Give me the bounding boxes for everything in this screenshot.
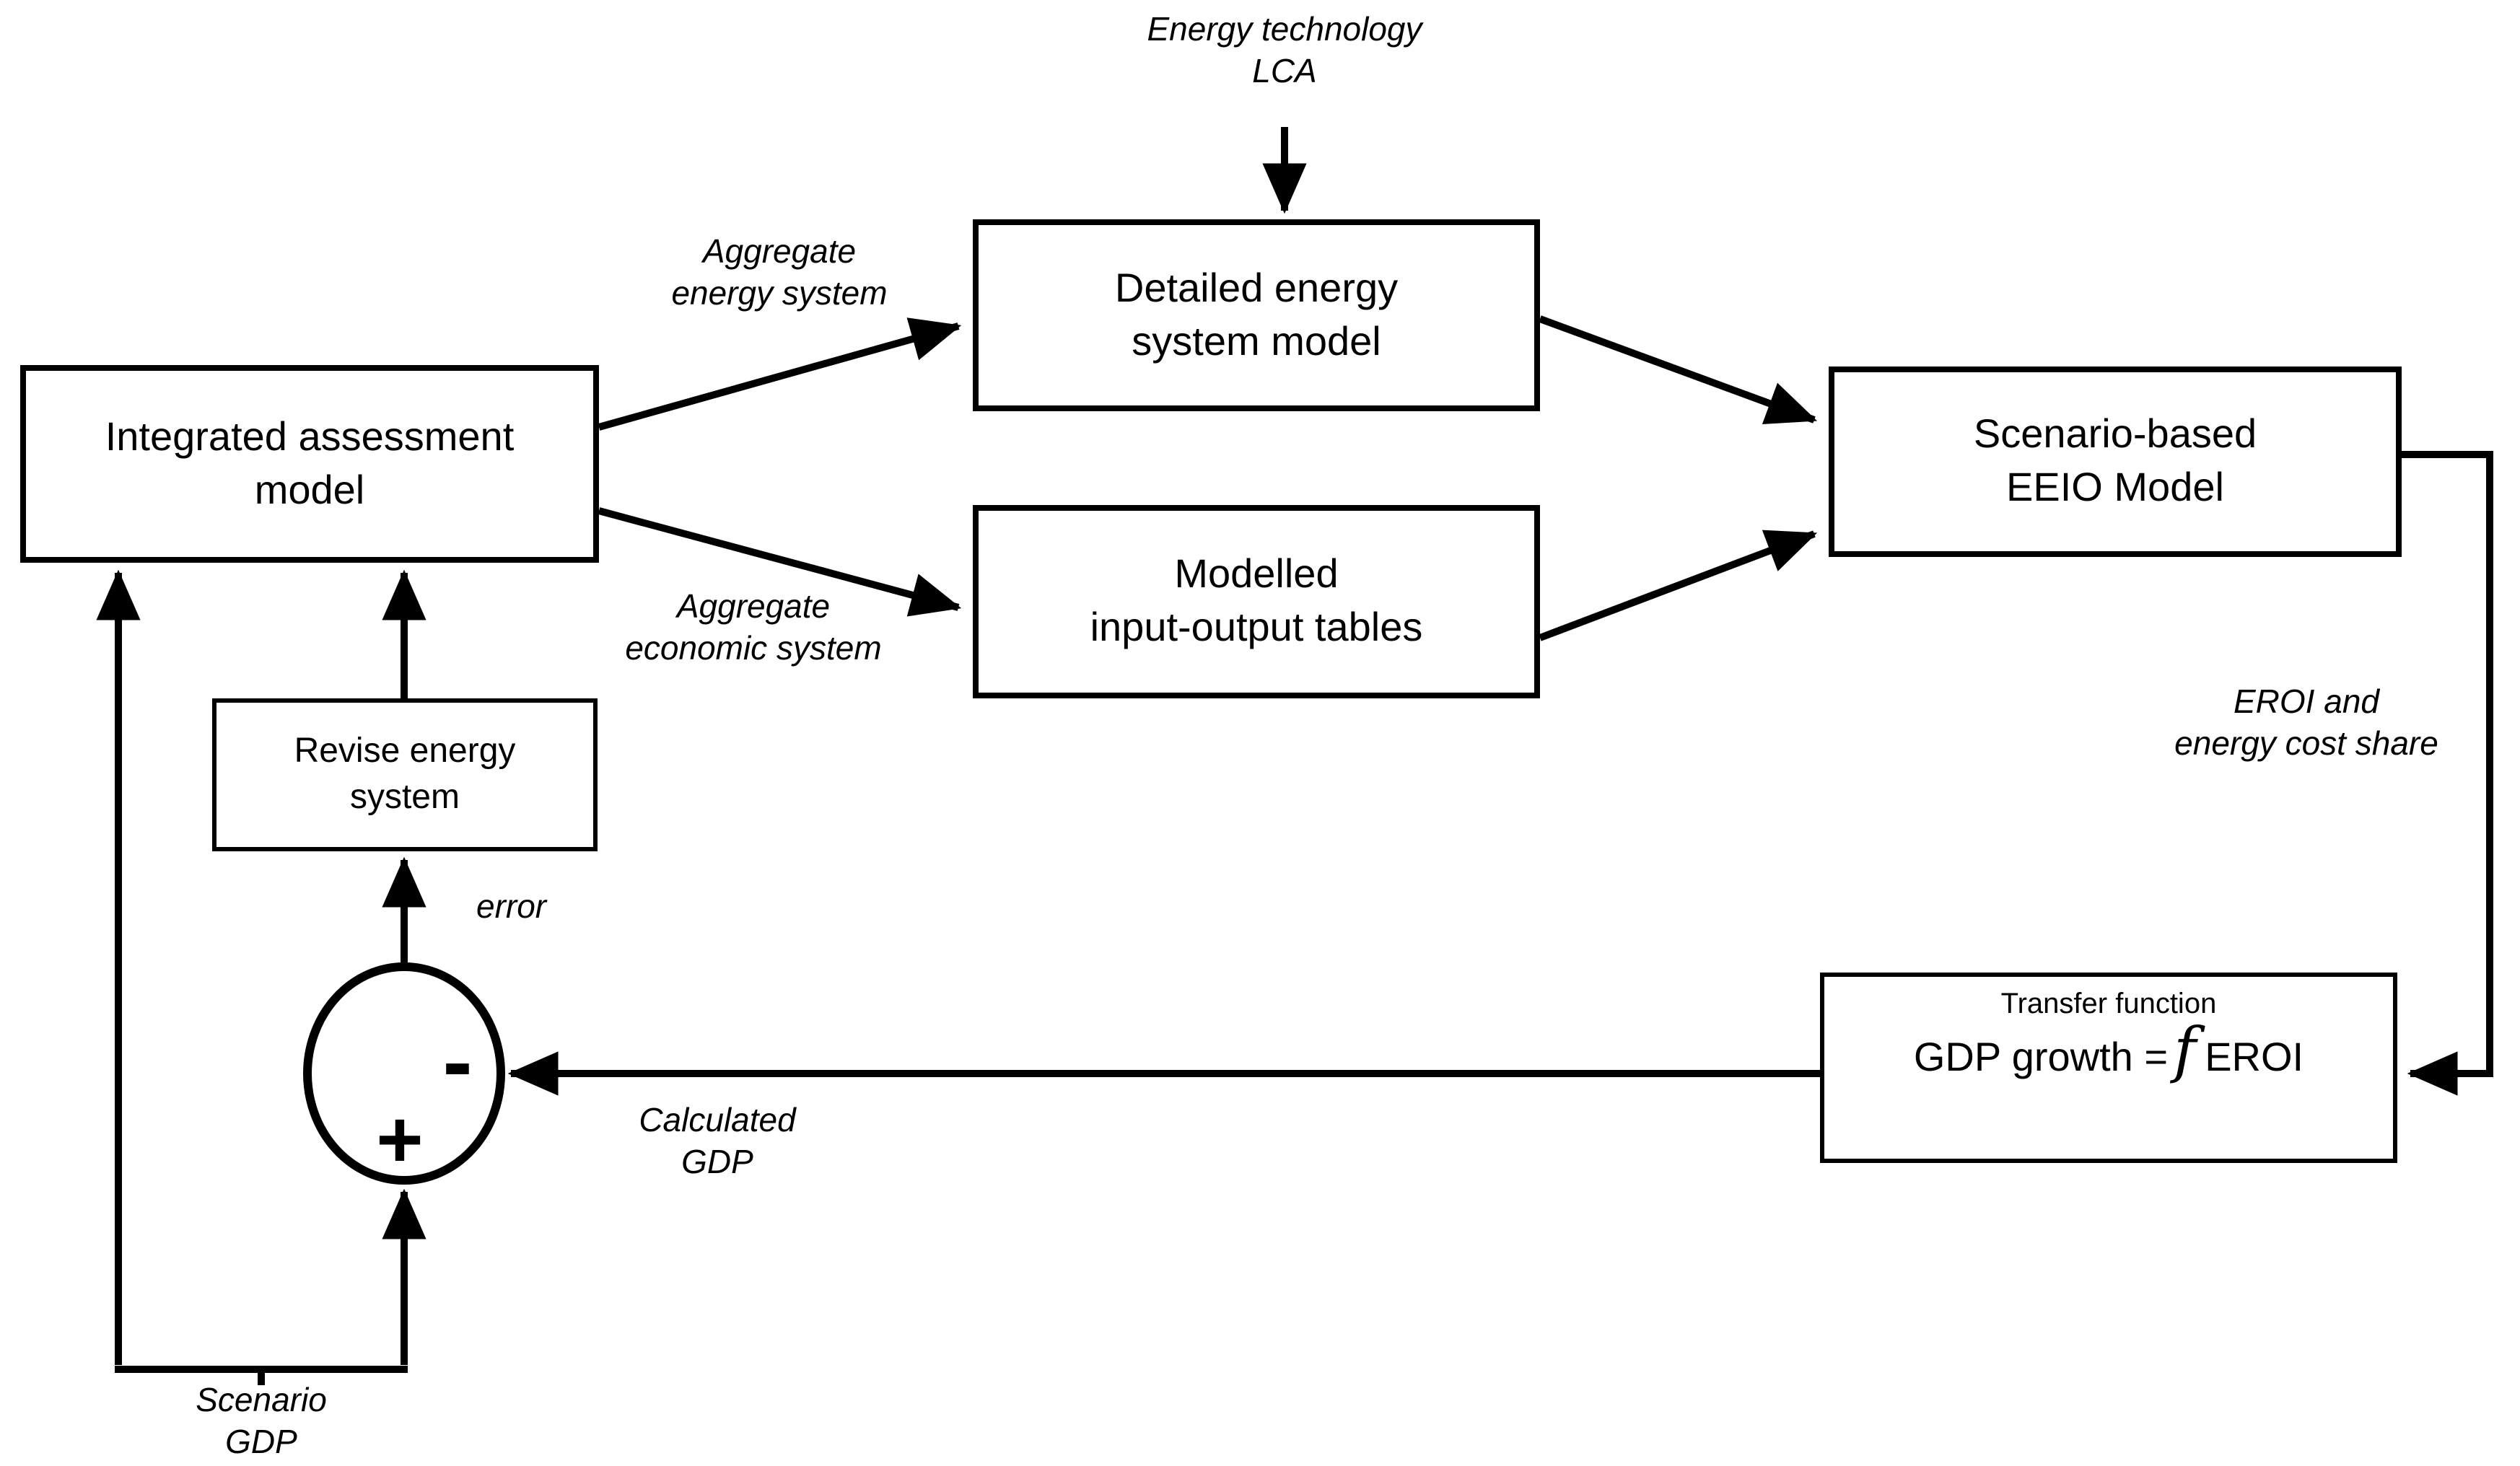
label-scenario-gdp: Scenario GDP bbox=[196, 1381, 327, 1461]
label-aggregate-energy-system: Aggregate energy system bbox=[671, 232, 888, 312]
arrow-eeio-to-transfer bbox=[2402, 451, 2493, 1096]
label-eroi-and-energy-cost-share: EROI and energy cost share bbox=[2174, 682, 2438, 763]
box-integrated-assessment-model: Integrated assessment model bbox=[20, 365, 599, 563]
equation-suffix: EROI bbox=[2205, 1035, 2304, 1079]
arrow-iam-to-detailed bbox=[598, 317, 962, 431]
arrow-modelled-to-eeio bbox=[1539, 530, 1818, 641]
summing-junction-circle bbox=[303, 962, 505, 1185]
label-error: error bbox=[476, 887, 547, 925]
box-modelled-input-output-tables: Modelled input-output tables bbox=[973, 505, 1540, 698]
box-scenario-based-eeio-model: Scenario-based EEIO Model bbox=[1829, 366, 2402, 557]
label-energy-technology-lca: Energy technology LCA bbox=[1147, 10, 1422, 90]
junction-minus-sign: - bbox=[442, 1013, 473, 1112]
box-detailed-energy-system-model: Detailed energy system model bbox=[973, 219, 1540, 411]
label-calculated-gdp: Calculated GDP bbox=[639, 1101, 796, 1181]
equation-prefix: GDP growth = bbox=[1913, 1035, 2169, 1079]
transfer-function-title: Transfer function bbox=[2000, 988, 2217, 1020]
equation-f-symbol: f bbox=[2174, 1014, 2197, 1085]
label-aggregate-economic-system: Aggregate economic system bbox=[625, 587, 882, 667]
junction-plus-sign: + bbox=[376, 1094, 424, 1185]
arrow-detailed-to-eeio bbox=[1539, 315, 1818, 425]
box-revise-energy-system: Revise energy system bbox=[212, 698, 598, 851]
arrow-iam-to-modelled bbox=[598, 507, 962, 617]
box-transfer-function: Transfer function GDP growth = f EROI bbox=[1820, 973, 2397, 1163]
transfer-function-equation: GDP growth = f EROI bbox=[1913, 1014, 2304, 1085]
